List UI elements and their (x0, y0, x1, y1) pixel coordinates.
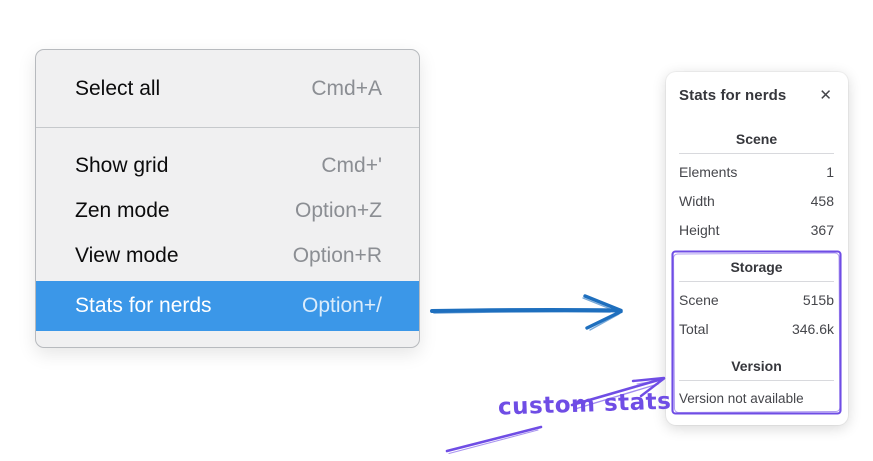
storage-stats: Scene 515b Total 346.6k (679, 285, 834, 343)
stat-label: Elements (679, 163, 738, 180)
menu-item-label: Zen mode (75, 198, 170, 222)
menu-item-shortcut: Option+/ (302, 294, 382, 317)
close-icon[interactable]: ✕ (819, 87, 832, 104)
stats-panel-header: Stats for nerds ✕ (679, 86, 834, 105)
menu-group-bottom: Show grid Cmd+' Zen mode Option+Z View m… (36, 128, 419, 331)
menu-item-shortcut: Cmd+' (321, 153, 382, 177)
menu-item-select-all[interactable]: Select all Cmd+A (36, 66, 419, 111)
menu-item-label: Select all (75, 76, 161, 100)
section-heading-scene: Scene (735, 131, 778, 147)
section-divider (679, 153, 834, 154)
stat-value: 1 (826, 163, 834, 180)
stat-row-scene-size: Scene 515b (679, 285, 834, 314)
section-divider (679, 380, 834, 381)
menu-item-shortcut: Cmd+A (311, 76, 382, 100)
menu-item-label: Stats for nerds (75, 294, 212, 317)
menu-item-shortcut: Option+Z (295, 198, 382, 222)
menu-item-label: Show grid (75, 153, 169, 177)
custom-stats-label: custom stats (497, 388, 672, 421)
stat-value: 458 (810, 192, 834, 209)
stat-value: 515b (802, 291, 834, 308)
menu-item-label: View mode (75, 243, 179, 267)
section-heading-version: Version (731, 358, 782, 374)
version-note: Version not available (679, 391, 804, 406)
stat-row-elements: Elements 1 (679, 157, 834, 186)
menu-item-view-mode[interactable]: View mode Option+R (36, 233, 419, 278)
scene-stats: Elements 1 Width 458 Height 367 (679, 157, 834, 244)
stat-label: Total (679, 320, 709, 337)
section-heading-storage: Storage (730, 259, 783, 275)
menu-group-top: Select all Cmd+A (36, 50, 419, 128)
menu-item-zen-mode[interactable]: Zen mode Option+Z (36, 188, 419, 233)
section-divider (679, 281, 834, 282)
stat-value: 346.6k (791, 320, 834, 337)
stats-panel: Stats for nerds ✕ Scene Elements 1 Width… (666, 72, 848, 425)
menu-item-stats-for-nerds[interactable]: Stats for nerds Option+/ (36, 281, 419, 331)
stat-value: 367 (810, 221, 834, 238)
stat-row-width: Width 458 (679, 186, 834, 215)
stat-label: Scene (679, 291, 719, 308)
menu-item-shortcut: Option+R (292, 243, 382, 267)
blue-arrow (430, 294, 623, 331)
context-menu: Select all Cmd+A Show grid Cmd+' Zen mod… (35, 49, 420, 348)
stat-row-total-size: Total 346.6k (679, 314, 834, 343)
stats-panel-title: Stats for nerds (679, 87, 787, 104)
stat-row-height: Height 367 (679, 215, 834, 244)
stat-label: Height (679, 221, 720, 238)
menu-item-show-grid[interactable]: Show grid Cmd+' (36, 143, 419, 188)
stat-label: Width (679, 192, 715, 209)
